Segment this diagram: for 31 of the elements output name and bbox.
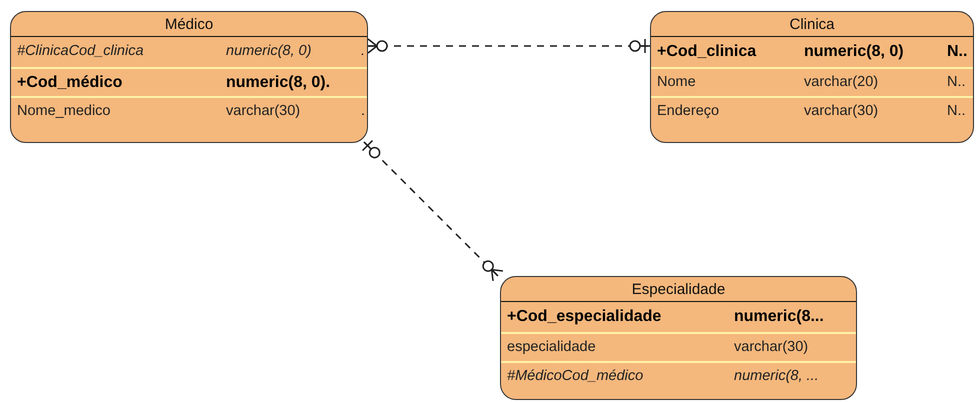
data-type: numeric(8, 0) (804, 43, 904, 61)
column-name: #ClinicaCod_clinica (17, 43, 144, 59)
column-name: #MédicoCod_médico (507, 368, 644, 384)
column-option: . (361, 43, 366, 59)
relationship-line (367, 38, 651, 54)
column-option: N.. (947, 43, 968, 61)
column-option: N.. (947, 103, 966, 119)
entity-table (500, 276, 857, 400)
column-name: Endereço (657, 103, 720, 119)
data-type: numeric(8... (734, 308, 824, 326)
column-name: +Cod_clinica (657, 43, 756, 61)
data-type: numeric(8, ... (734, 368, 819, 384)
entity-table (10, 11, 368, 143)
data-type: varchar(30) (734, 339, 808, 355)
column-name: Nome_medico (17, 103, 110, 119)
table-title: Médico (164, 16, 214, 33)
relationship-line (362, 140, 504, 282)
column-name: Nome (657, 74, 696, 90)
column-name: +Cod_médico (17, 74, 122, 92)
data-type: numeric(8, 0). (226, 74, 330, 92)
entity-table (650, 11, 974, 143)
table-title: Especialidade (632, 281, 726, 298)
data-type: varchar(30) (804, 103, 878, 119)
table-title: Clinica (790, 16, 834, 33)
column-name: +Cod_especialidade (507, 308, 662, 326)
data-type: varchar(20) (804, 74, 878, 90)
data-type: varchar(30) (226, 103, 300, 119)
column-option: . (361, 103, 366, 119)
column-name: especialidade (507, 339, 596, 355)
data-type: numeric(8, 0) (226, 43, 312, 59)
column-option: N.. (947, 74, 966, 90)
